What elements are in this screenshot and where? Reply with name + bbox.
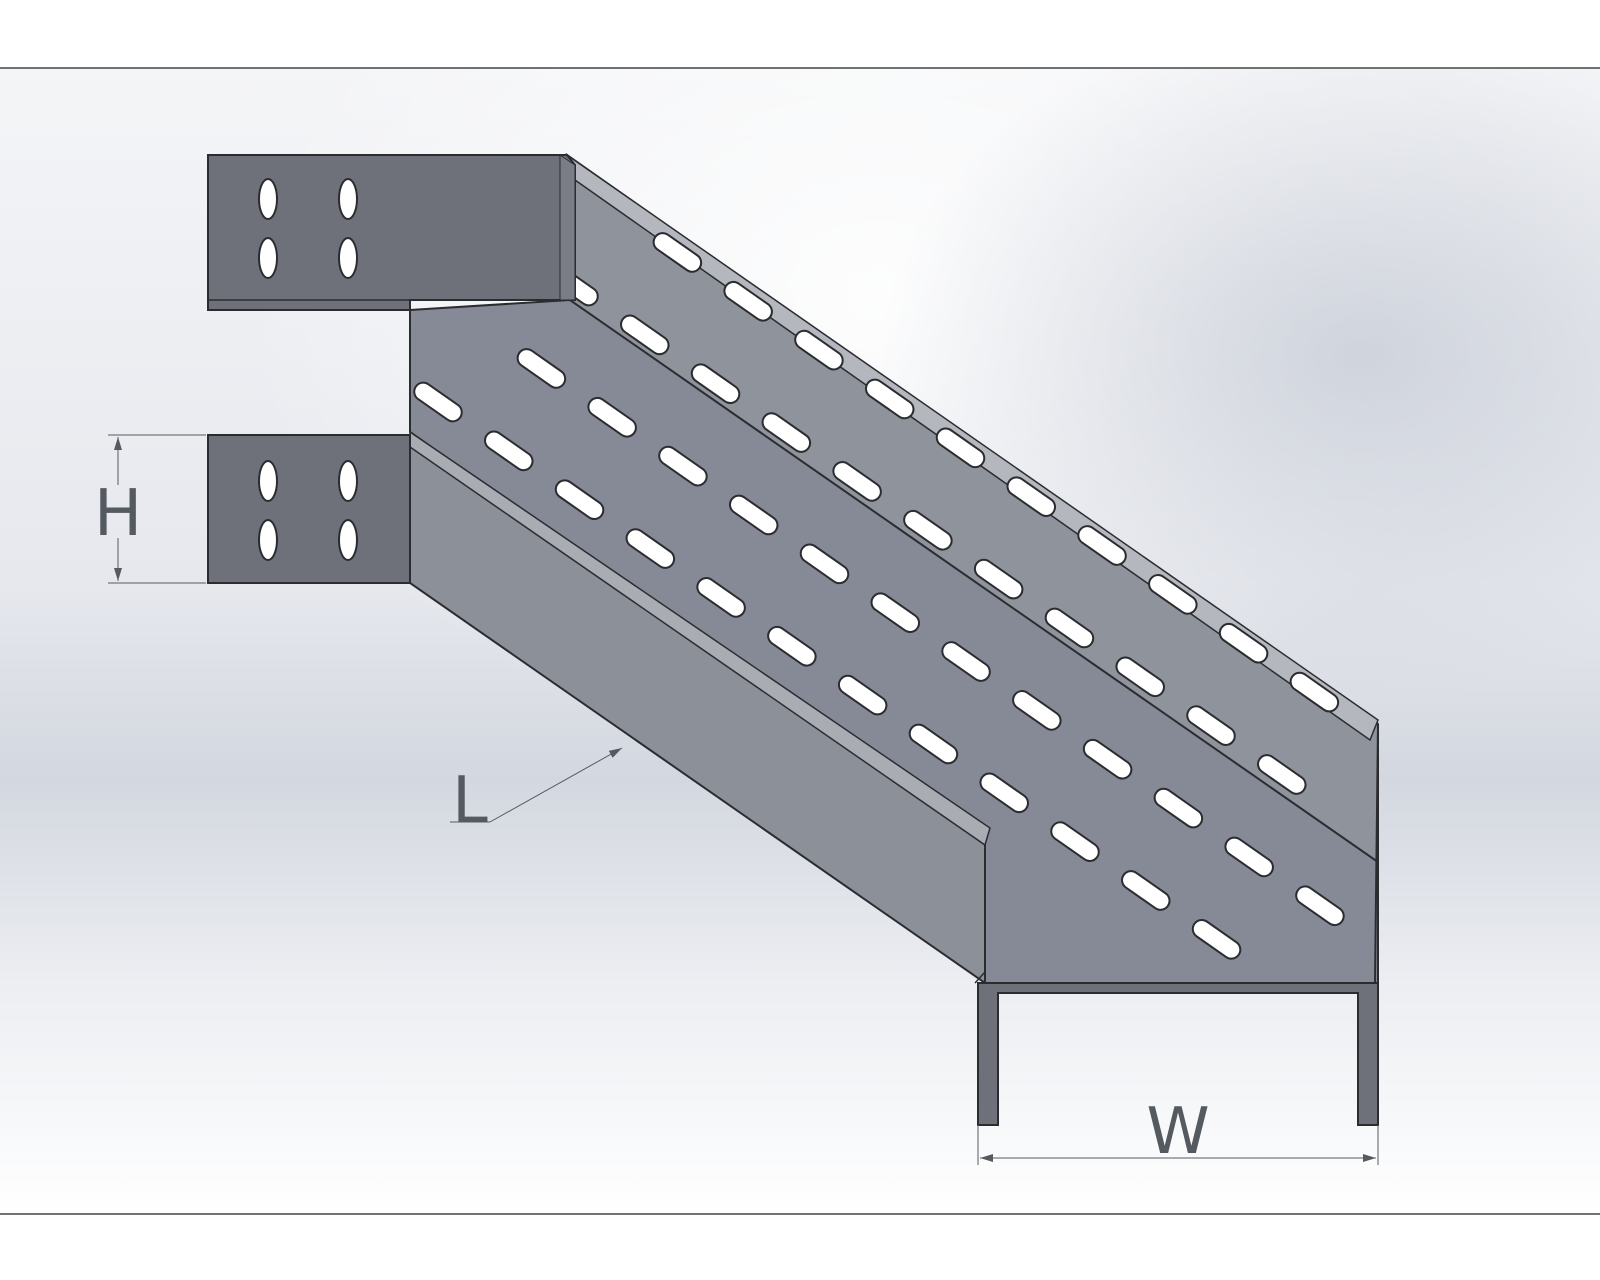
upper-end-flange <box>207 154 576 311</box>
floor-slot <box>1006 476 1057 517</box>
floor-slot <box>1082 738 1133 780</box>
floor-slot <box>1077 525 1127 566</box>
floor-slot <box>1153 787 1204 829</box>
floor-slot <box>625 528 676 569</box>
floor-slot <box>728 494 779 536</box>
floor-slot <box>1050 821 1100 862</box>
floor-slot <box>1224 836 1274 878</box>
flange-slot <box>258 519 278 561</box>
floor-slot <box>908 723 959 765</box>
floor-slot <box>941 641 991 682</box>
floor-slot <box>1289 671 1340 713</box>
floor-slot <box>696 577 746 618</box>
floor-slot <box>1191 919 1242 960</box>
floor-slot <box>484 430 534 472</box>
dimension-width: W <box>977 1095 1379 1169</box>
dimension-length: L <box>450 747 623 838</box>
height-label: H <box>94 477 142 551</box>
flange-slot <box>258 237 278 279</box>
floor-slot <box>870 592 921 633</box>
floor-slot <box>1044 607 1095 649</box>
floor-slot <box>973 558 1024 600</box>
floor-slot <box>1295 885 1345 927</box>
floor-slot <box>1257 754 1307 795</box>
floor-slot <box>723 280 773 322</box>
flange-slot <box>338 519 358 561</box>
flange-slot <box>338 237 358 279</box>
length-label: L <box>452 764 488 838</box>
flange-slot <box>258 460 278 502</box>
floor-slot <box>1148 574 1198 615</box>
width-label: W <box>1146 1095 1209 1169</box>
floor-slot <box>1012 690 1062 731</box>
flange-slot <box>338 460 358 502</box>
floor-slot <box>1186 705 1236 746</box>
floor-slot <box>1115 656 1165 698</box>
dimension-height: H <box>94 434 206 584</box>
floor-slot <box>832 461 882 502</box>
floor-slot <box>413 381 463 423</box>
floor-slot <box>864 378 915 420</box>
floor-slot <box>837 674 888 716</box>
floor-slot <box>1218 622 1269 664</box>
lower-end-flange <box>207 434 411 584</box>
front-u-profile <box>974 723 1379 1126</box>
floor-slot <box>516 348 567 389</box>
flange-slot <box>258 178 278 220</box>
floor-slot <box>903 509 953 551</box>
floor-slot <box>620 314 670 356</box>
flange-slot <box>338 178 358 220</box>
floor-slot <box>935 427 986 469</box>
floor-slot <box>690 363 741 405</box>
floor-slot <box>1121 870 1171 911</box>
floor-slot <box>761 412 812 453</box>
floor-slot <box>554 479 605 521</box>
floor-slot <box>652 232 703 273</box>
floor-slot <box>658 445 708 487</box>
floor-slot <box>767 625 817 667</box>
floor-slot <box>587 396 637 438</box>
floor-slot <box>794 329 844 371</box>
floor-slot <box>979 772 1029 814</box>
floor-slot <box>799 543 850 585</box>
